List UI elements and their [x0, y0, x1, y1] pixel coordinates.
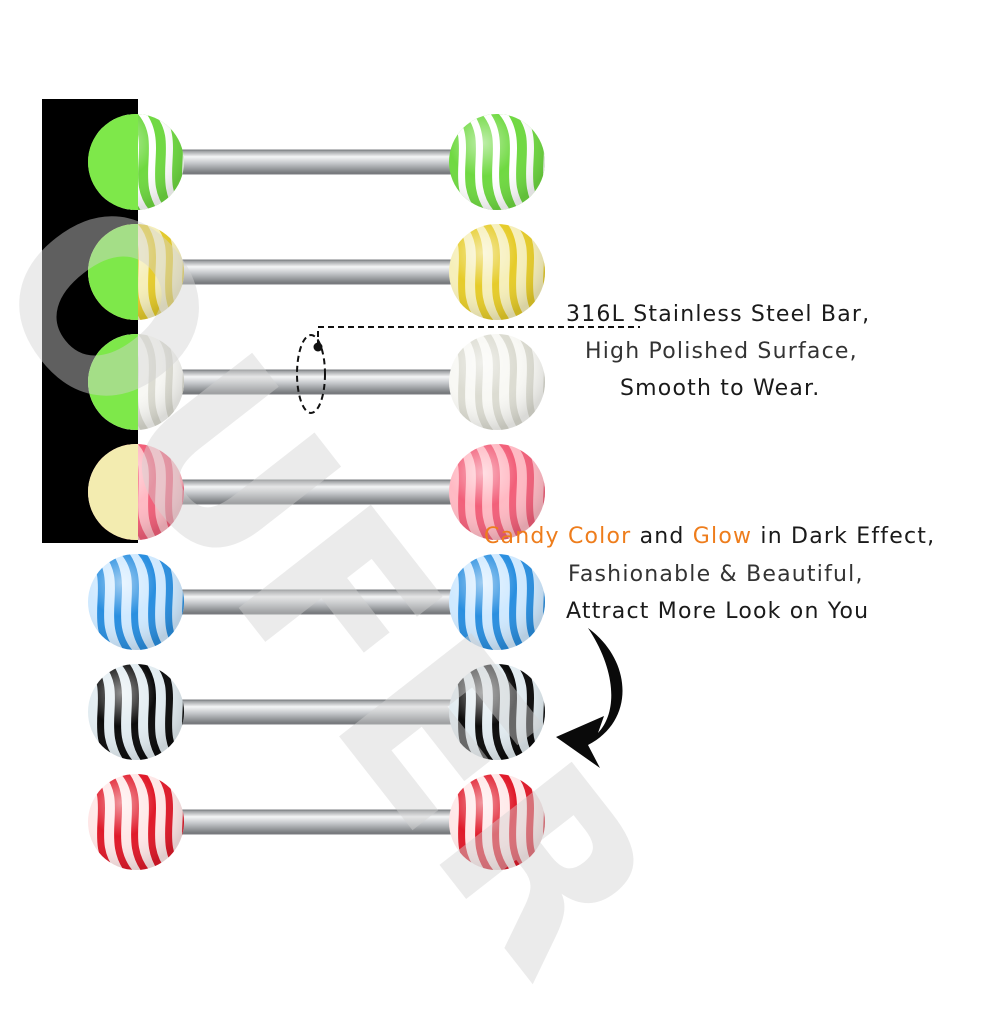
barbell-ball-right [449, 334, 545, 430]
barbell-row [88, 554, 545, 650]
barbell-ball-right [449, 554, 545, 650]
steel-callout-line-1: 316L Stainless Steel Bar, [566, 302, 871, 327]
callout-text: and [631, 524, 693, 549]
barbell-ball-right [449, 224, 545, 320]
glowing-ball-half [88, 114, 138, 210]
barbell-illustration [42, 99, 640, 870]
product-image: OUFER 316L Stainless Steel Bar, High Pol… [0, 99, 935, 1026]
barbell-row [88, 664, 545, 760]
glowing-ball-half [88, 334, 138, 430]
candy-color-highlight: Candy Color [484, 524, 632, 549]
color-callout-line-2: Fashionable & Beautiful, [568, 562, 864, 587]
steel-bar [165, 149, 468, 175]
barbell-row [88, 114, 545, 210]
glowing-ball-half [88, 444, 138, 540]
steel-bar [165, 369, 468, 395]
glow-highlight: Glow [692, 524, 753, 549]
steel-callout-leader [296, 326, 640, 414]
glowing-ball-half [88, 224, 138, 320]
barbell-row [88, 224, 545, 320]
steel-bar [165, 699, 468, 725]
steel-callout-line-3: Smooth to Wear. [620, 376, 821, 401]
steel-bar [165, 479, 468, 505]
callout-text: in Dark Effect, [752, 524, 936, 549]
steel-bar [165, 809, 468, 835]
steel-bar [165, 259, 468, 285]
barbell-ball-left [88, 554, 184, 650]
barbell-ball-left [88, 664, 184, 760]
barbell-ball-right [449, 664, 545, 760]
barbell-ball-left [88, 774, 184, 870]
color-callout-line-1: Candy Color and Glow in Dark Effect, [484, 524, 935, 549]
barbell-row [88, 774, 545, 870]
barbell-ball-right [449, 774, 545, 870]
curved-arrow-icon [556, 628, 623, 768]
steel-callout-line-2: High Polished Surface, [585, 339, 858, 364]
steel-bar [165, 589, 468, 615]
color-callout-line-3: Attract More Look on You [566, 599, 870, 624]
barbell-ball-right [449, 114, 545, 210]
